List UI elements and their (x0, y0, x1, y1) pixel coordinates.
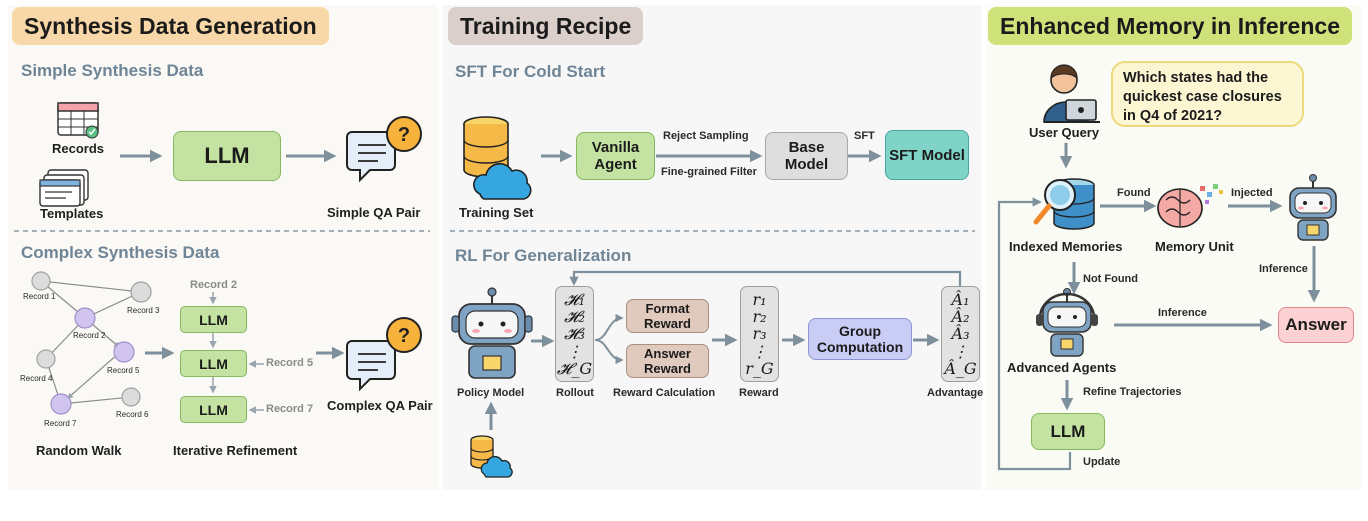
answer-reward-box: Answer Reward (626, 344, 709, 378)
advantage-item-dots: ⋮ (952, 341, 969, 361)
chat-question-icon: ? (346, 116, 422, 183)
memory-unit-label: Memory Unit (1155, 239, 1234, 254)
llm-box: LLM (173, 131, 281, 181)
inference-label-right: Inference (1259, 263, 1308, 275)
graph-node-record-7: Record 7 (44, 419, 77, 428)
advanced-agents-label: Advanced Agents (1007, 360, 1117, 375)
base-model-box: Base Model (765, 132, 848, 180)
svg-text:?: ? (398, 325, 410, 347)
svg-text:?: ? (398, 124, 410, 146)
templates-icon (39, 169, 89, 207)
iter-record-5: Record 5 (266, 357, 314, 369)
reward-column: r₁ r₂ r₃ ⋮ r_G (740, 286, 779, 382)
user-laptop-icon (1043, 64, 1100, 123)
advantage-item-3: Â₃ (951, 324, 970, 344)
rollout-label: Rollout (556, 387, 594, 399)
synthesis-header: Synthesis Data Generation (12, 7, 329, 45)
random-walk-label: Random Walk (36, 443, 122, 458)
inference-header: Enhanced Memory in Inference (988, 7, 1352, 45)
complex-synthesis-title: Complex Synthesis Data (21, 243, 220, 262)
simple-qa-label: Simple QA Pair (327, 205, 421, 220)
sft-title: SFT For Cold Start (455, 62, 606, 81)
chat-question-icon-complex: ? (346, 317, 422, 392)
robot-icon-inject (1289, 174, 1337, 241)
reward-item-dots: ⋮ (751, 341, 768, 361)
rollout-item-1: 𝓗₁ (564, 290, 585, 310)
brain-icon (1157, 184, 1223, 228)
iter-record-7: Record 7 (266, 403, 314, 415)
rl-title: RL For Generalization (455, 246, 632, 265)
advantage-label: Advantage (927, 387, 984, 399)
rollout-column: 𝓗₁ 𝓗₂ 𝓗₃ ⋮ 𝓗_G (555, 286, 594, 382)
reward-calculation-label: Reward Calculation (613, 387, 716, 399)
database-cloud-icon (463, 116, 532, 200)
training-set-label: Training Set (459, 205, 534, 220)
spreadsheet-icon (57, 102, 99, 139)
reward-label: Reward (739, 387, 779, 399)
answer-box: Answer (1278, 307, 1354, 343)
training-panel (442, 5, 982, 490)
complex-qa-label: Complex QA Pair (327, 398, 433, 413)
templates-label: Templates (40, 206, 104, 221)
inference-label-middle: Inference (1158, 307, 1207, 319)
rollout-item-dots: ⋮ (566, 341, 583, 361)
reward-item-2: r₂ (752, 307, 767, 327)
rollout-item-g: 𝓗_G (556, 358, 593, 378)
reject-sampling-label: Reject Sampling (663, 130, 749, 142)
indexed-memories-label: Indexed Memories (1009, 239, 1123, 254)
simple-synthesis-title: Simple Synthesis Data (21, 61, 204, 80)
not-found-label: Not Found (1083, 273, 1138, 285)
update-label: Update (1083, 456, 1121, 468)
iter-llm-box-3: LLM (180, 396, 247, 423)
fine-grained-filter-label: Fine-grained Filter (661, 166, 757, 178)
rollout-item-2: 𝓗₂ (564, 307, 585, 327)
graph-node-record-5: Record 5 (107, 366, 140, 375)
group-computation-box: Group Computation (808, 318, 912, 360)
refine-trajectories-label: Refine Trajectories (1083, 386, 1182, 398)
robot-icon-policy (451, 287, 533, 379)
policy-model-label: Policy Model (457, 387, 525, 399)
format-reward-box: Format Reward (626, 299, 709, 333)
sft-arrow-label: SFT (854, 130, 875, 142)
graph-node-record-2: Record 2 (73, 331, 106, 340)
database-cloud-icon-small (470, 435, 513, 478)
sft-model-box: SFT Model (885, 130, 969, 180)
query-bubble: Which states had the quickest case closu… (1111, 61, 1304, 127)
vanilla-agent-box: Vanilla Agent (576, 132, 655, 180)
graph-node-record-3: Record 3 (127, 306, 160, 315)
inference-llm-box: LLM (1031, 413, 1105, 450)
graph-node-record-4: Record 4 (20, 374, 53, 383)
memory-database-icon (1033, 178, 1095, 230)
reward-item-g: r_G (745, 358, 774, 378)
iter-record-2: Record 2 (190, 279, 238, 291)
rollout-item-3: 𝓗₃ (564, 324, 585, 344)
graph-node-record-1: Record 1 (23, 292, 56, 301)
training-header: Training Recipe (448, 7, 644, 45)
robot-icon-advanced (1036, 288, 1098, 357)
graph-node-record-6: Record 6 (116, 410, 149, 419)
user-query-label: User Query (1029, 125, 1100, 140)
advantage-column: Â₁ Â₂ Â₃ ⋮ Â_G (941, 286, 980, 382)
records-label: Records (52, 141, 105, 156)
iter-llm-box-1: LLM (180, 306, 247, 333)
advantage-item-2: Â₂ (951, 307, 970, 327)
iterative-refinement-label: Iterative Refinement (173, 443, 298, 458)
reward-item-3: r₃ (752, 324, 767, 344)
random-walk-graph (31, 271, 152, 415)
iter-llm-box-2: LLM (180, 350, 247, 377)
advantage-item-1: Â₁ (951, 290, 970, 310)
reward-item-1: r₁ (752, 290, 767, 310)
injected-label: Injected (1231, 187, 1273, 199)
advantage-item-g: Â_G (944, 358, 977, 378)
found-label: Found (1117, 187, 1151, 199)
